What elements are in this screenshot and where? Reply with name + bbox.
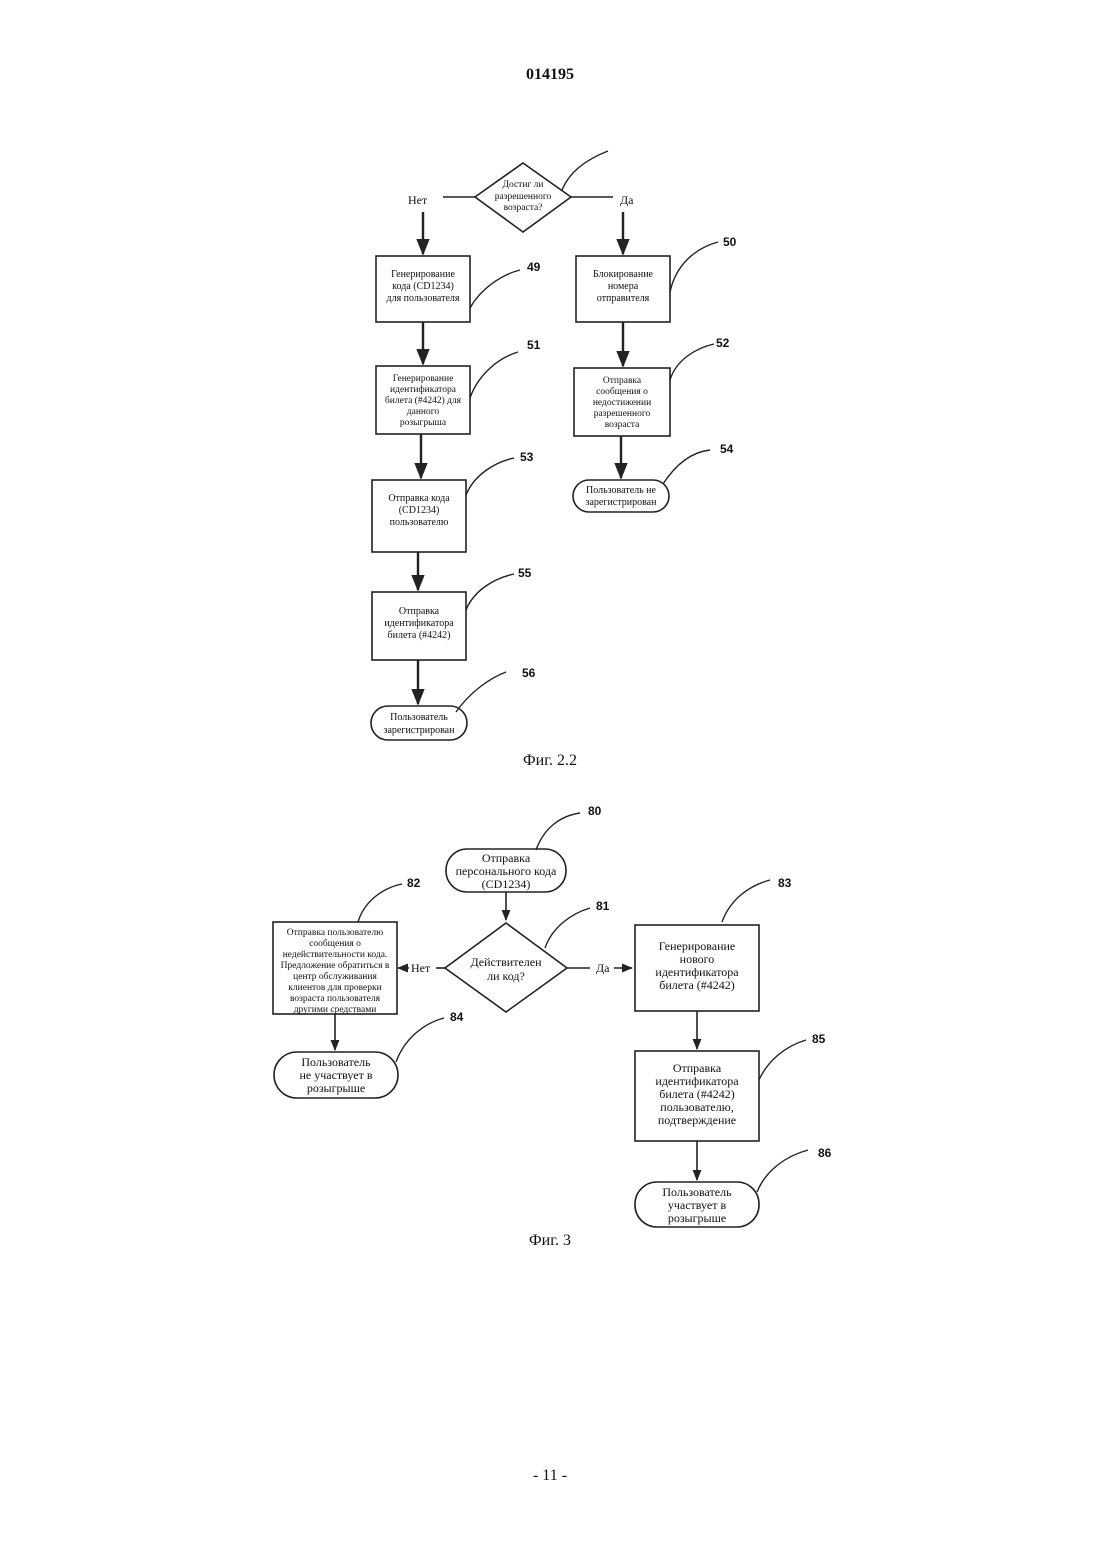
ref-56-leader	[456, 672, 506, 712]
box-55-line: билета (#4242)	[388, 630, 451, 641]
box-51-line: идентификатора	[390, 384, 457, 395]
box-85-line: Отправка	[673, 1061, 722, 1075]
box-85-line: идентификатора	[655, 1074, 739, 1088]
ref-83: 83	[778, 876, 792, 890]
ref-84-leader	[396, 1018, 444, 1062]
decision-text-line: Действителен	[470, 955, 542, 969]
decision-text-line: Достиг ли	[502, 180, 543, 190]
box-55-line: идентификатора	[384, 618, 454, 629]
ref-49: 49	[527, 260, 541, 274]
ref-56: 56	[522, 666, 536, 680]
box-51-line: розыгрыша	[400, 418, 447, 428]
ref-54-leader	[663, 450, 710, 484]
ref-51: 51	[527, 338, 541, 352]
box-82-line: недействительности кода.	[283, 949, 388, 960]
figure-2-2: Достиг ли разрешенного возраста? Нет Да …	[371, 151, 737, 769]
box-52-line: разрешенного	[594, 409, 651, 419]
figure-caption: Фиг. 3	[529, 1232, 571, 1249]
terminal-56-line: Пользователь	[390, 712, 448, 723]
box-52-line: возраста	[605, 420, 640, 430]
ref-85-leader	[759, 1040, 806, 1080]
box-52-line: недостижении	[593, 398, 651, 408]
box-82-line: Отправка пользователю	[287, 928, 383, 938]
terminal-86-line: участвует в	[668, 1198, 727, 1212]
ref-84: 84	[450, 1010, 464, 1024]
terminal-86-line: розыгрыше	[668, 1211, 726, 1225]
box-82-line: центр обслуживания	[293, 971, 377, 982]
ref-50: 50	[723, 235, 737, 249]
ref-83-leader	[722, 880, 770, 922]
ref-53-leader	[466, 458, 514, 495]
box-83-line: Генерирование	[659, 939, 736, 953]
ref-86-leader	[757, 1150, 808, 1192]
box-51-line: данного	[407, 407, 440, 417]
terminal-84-line: розыгрыше	[307, 1081, 365, 1095]
box-82-line: клиентов для проверки	[288, 983, 381, 993]
ref-50-leader	[670, 242, 718, 292]
no-label: Нет	[408, 193, 428, 207]
ref-81-leader	[545, 908, 590, 948]
figure-3: Отправка персонального кода (CD1234) 80 …	[273, 804, 832, 1249]
ref-86: 86	[818, 1146, 832, 1160]
box-53-line: пользователю	[390, 517, 449, 528]
box-83-line: идентификатора	[655, 965, 739, 979]
box-50-line: номера	[608, 281, 639, 292]
ref-55: 55	[518, 566, 532, 580]
start-line: (CD1234)	[482, 877, 531, 891]
ref-52-leader	[670, 344, 714, 380]
box-50-line: отправителя	[597, 293, 650, 304]
ref-80: 80	[588, 804, 602, 818]
box-50-line: Блокирование	[593, 269, 654, 280]
page-footer: - 11 -	[0, 1467, 1100, 1485]
box-83-line: нового	[680, 952, 715, 966]
decision-text-line: ли код?	[487, 969, 525, 983]
start-line: персонального кода	[456, 864, 557, 878]
decision-text-line: разрешенного	[495, 192, 552, 202]
box-55-line: Отправка	[399, 606, 440, 617]
decision-text-line: возраста?	[504, 203, 543, 213]
box-82-line: возраста пользователя	[290, 994, 381, 1004]
start-line: Отправка	[482, 851, 531, 865]
ref-85: 85	[812, 1032, 826, 1046]
box-51-line: билета (#4242) для	[385, 395, 462, 406]
box-85-line: билета (#4242)	[659, 1087, 735, 1101]
yes-label: Да	[596, 961, 610, 975]
terminal-86-line: Пользователь	[662, 1185, 732, 1199]
ref-82: 82	[407, 876, 421, 890]
box-82-line: Предложение обратиться в	[281, 960, 390, 971]
ref-81: 81	[596, 899, 610, 913]
box-51-line: Генерирование	[393, 374, 454, 384]
box-52-line: сообщения о	[596, 386, 648, 397]
ref-54: 54	[720, 442, 734, 456]
box-83-line: билета (#4242)	[659, 978, 735, 992]
no-label: Нет	[411, 961, 431, 975]
box-85-line: пользователю,	[660, 1100, 733, 1114]
ref-53: 53	[520, 450, 534, 464]
box-82-line: сообщения о	[309, 938, 361, 949]
decision-leader-line	[562, 151, 608, 190]
ref-82-leader	[358, 884, 402, 922]
box-send-code	[372, 480, 466, 552]
box-49-line: для пользователя	[386, 293, 459, 304]
box-49-line: Генерирование	[391, 269, 455, 280]
ref-51-leader	[470, 352, 518, 398]
box-53-line: (CD1234)	[399, 505, 440, 516]
terminal-54-line: зарегистрирован	[586, 497, 658, 508]
ref-49-leader	[470, 270, 520, 308]
box-52-line: Отправка	[603, 376, 642, 386]
terminal-54-line: Пользователь не	[586, 485, 657, 496]
ref-55-leader	[466, 574, 514, 610]
box-49-line: кода (CD1234)	[392, 281, 454, 292]
box-85-line: подтверждение	[658, 1113, 736, 1127]
ref-80-leader	[536, 813, 580, 850]
box-53-line: Отправка кода	[388, 493, 450, 504]
figure-caption: Фиг. 2.2	[523, 752, 577, 769]
terminal-56-line: зарегистрирован	[384, 725, 456, 736]
terminal-84-line: Пользователь	[301, 1055, 371, 1069]
terminal-84-line: не участвует в	[299, 1068, 372, 1082]
ref-52: 52	[716, 336, 730, 350]
yes-label: Да	[620, 193, 634, 207]
box-82-line: другими средствами	[294, 1005, 377, 1015]
